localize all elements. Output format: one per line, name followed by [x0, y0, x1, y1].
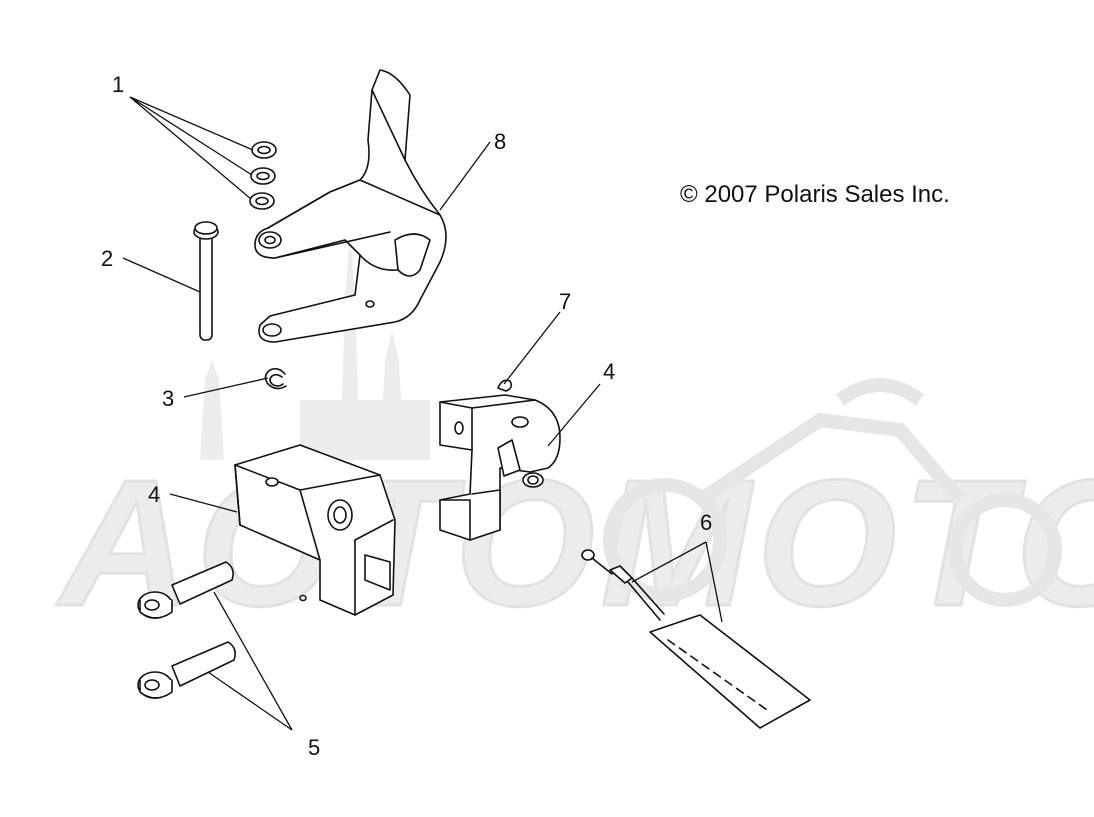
cap-screw-lower: [137, 641, 236, 699]
callout-3: 3: [162, 386, 175, 411]
watermark-graphic: [200, 230, 430, 460]
small-clip: [497, 379, 513, 392]
callout-7: 7: [559, 289, 572, 314]
clamp-block-split: [439, 394, 561, 541]
callout-6: 6: [700, 510, 713, 535]
e-clip: [264, 367, 287, 390]
callout-8: 8: [494, 129, 507, 154]
control-cable: [581, 549, 811, 729]
clevis-pin: [193, 221, 219, 341]
watermark-motorcycle: [603, 378, 1062, 607]
callout-2: 2: [101, 246, 114, 271]
cap-screw-upper: [137, 561, 234, 619]
washer-set: [249, 141, 277, 210]
callout-5: 5: [308, 735, 321, 760]
leader-lines: [122, 96, 723, 731]
copyright-notice: © 2007 Polaris Sales Inc.: [680, 181, 950, 208]
lever-bracket: [254, 69, 447, 343]
callout-1: 1: [112, 72, 125, 97]
callout-4-block: 4: [148, 482, 161, 507]
watermark-logo: AOTOMOTO: [58, 442, 1094, 646]
callout-4-clamp: 4: [603, 359, 616, 384]
mounting-block: [234, 444, 396, 616]
